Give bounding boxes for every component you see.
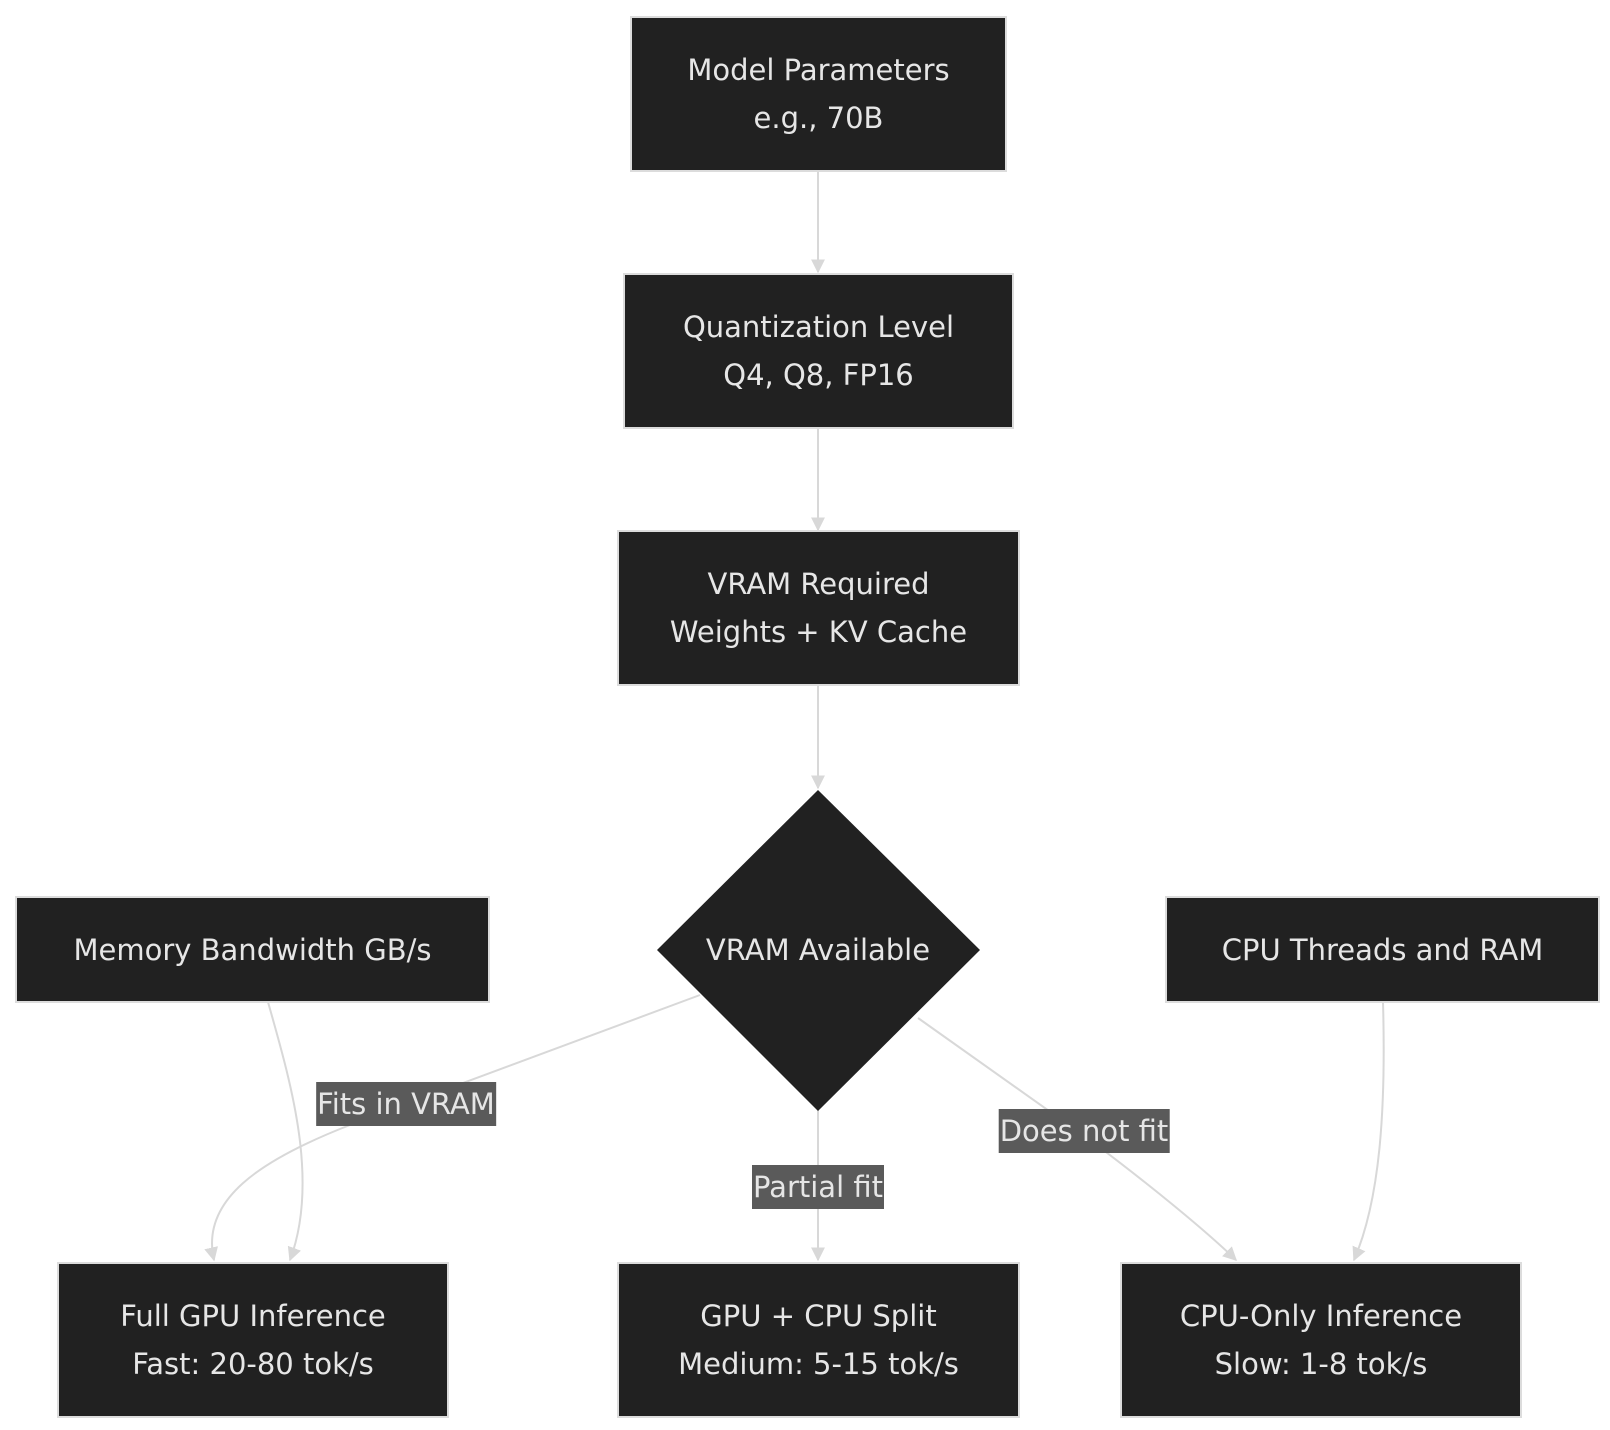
node-cpu-only-inference: CPU-Only Inference Slow: 1-8 tok/s [1120,1262,1522,1418]
edge-bandwidth-to-full-gpu [267,1001,304,1262]
edge-label-does-not-fit: Does not fit [998,1109,1170,1153]
node-memory-bandwidth: Memory Bandwidth GB/s [15,896,490,1003]
node-full-gpu-inference-line2: Fast: 20-80 tok/s [132,1347,374,1381]
node-vram-available: VRAM Available [705,933,931,967]
node-gpu-cpu-split-line2: Medium: 5-15 tok/s [678,1347,959,1381]
node-gpu-cpu-split: GPU + CPU Split Medium: 5-15 tok/s [617,1262,1020,1418]
node-quantization-level-line1: Quantization Level [682,310,955,344]
node-cpu-threads-and-ram: CPU Threads and RAM [1165,896,1600,1003]
node-cpu-only-inference-line1: CPU-Only Inference [1179,1299,1463,1333]
node-model-parameters-line1: Model Parameters [687,53,950,87]
node-vram-required-line2: Weights + KV Cache [669,615,968,649]
node-quantization-level-line2: Q4, Q8, FP16 [723,358,914,392]
node-model-parameters: Model Parameters e.g., 70B [630,16,1007,172]
node-cpu-only-inference-line2: Slow: 1-8 tok/s [1214,1347,1428,1381]
edge-cpu-threads-to-cpu-only [1352,1001,1385,1262]
node-memory-bandwidth-label: Memory Bandwidth GB/s [73,932,432,967]
node-gpu-cpu-split-line1: GPU + CPU Split [700,1299,937,1333]
edge-label-fits-in-vram: Fits in VRAM [316,1082,496,1126]
node-model-parameters-line2: e.g., 70B [753,101,884,135]
node-vram-required: VRAM Required Weights + KV Cache [617,530,1020,686]
node-full-gpu-inference: Full GPU Inference Fast: 20-80 tok/s [57,1262,449,1418]
node-quantization-level: Quantization Level Q4, Q8, FP16 [623,273,1014,429]
node-cpu-threads-and-ram-label: CPU Threads and RAM [1221,932,1544,967]
edge-label-partial-fit: Partial fit [752,1165,884,1209]
edge-vram-available-to-full-gpu [204,994,701,1262]
node-full-gpu-inference-line1: Full GPU Inference [120,1299,386,1333]
decision-diamond [657,790,980,1111]
node-vram-required-line1: VRAM Required [707,567,930,601]
